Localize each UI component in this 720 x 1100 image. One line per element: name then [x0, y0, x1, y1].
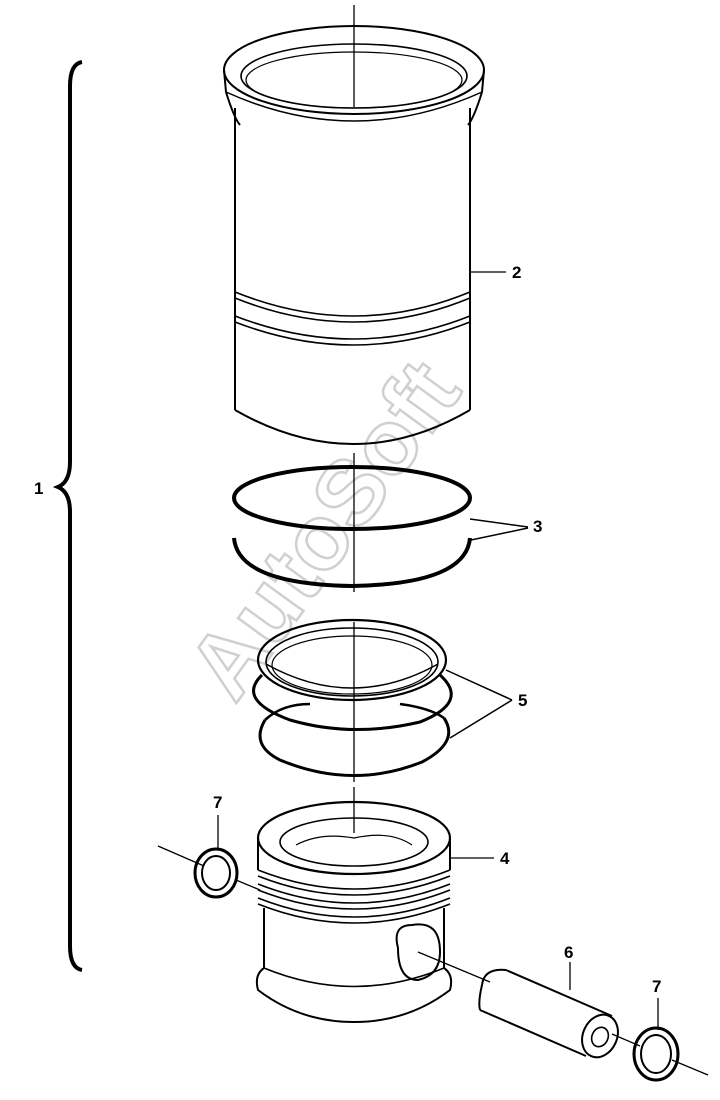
wrist-pin — [478, 962, 619, 1059]
piston — [255, 800, 494, 1024]
callout-3: 3 — [533, 517, 542, 536]
assembly-brace — [52, 60, 83, 972]
callout-2: 2 — [512, 263, 521, 282]
piston-rings-upper — [232, 465, 529, 589]
piston-rings-lower — [252, 618, 513, 777]
callout-5: 5 — [518, 691, 527, 710]
callout-1: 1 — [34, 479, 43, 498]
callout-4: 4 — [500, 849, 510, 868]
callout-7-left: 7 — [213, 793, 222, 812]
circlip-left — [193, 815, 239, 899]
wrist-pin-axis — [157, 845, 709, 1076]
cylinder-liner — [223, 25, 506, 445]
callout-6: 6 — [564, 943, 573, 962]
circlip-right — [632, 998, 680, 1082]
callout-7-right: 7 — [652, 977, 661, 996]
